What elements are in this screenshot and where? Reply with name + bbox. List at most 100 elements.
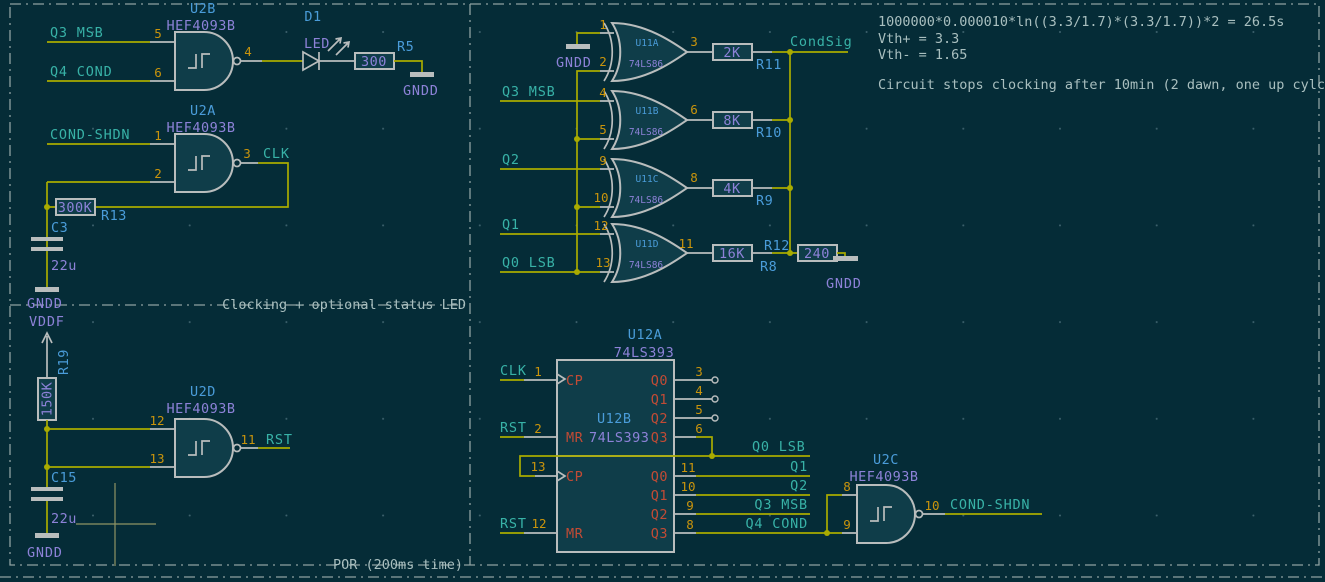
wire-r5-gnd[interactable] xyxy=(394,60,423,72)
u2c-value[interactable]: HEF4093B xyxy=(849,469,918,485)
vddf-label[interactable]: VDDF xyxy=(29,314,65,330)
gndd-label[interactable]: GNDD xyxy=(27,545,63,561)
u2a-value[interactable]: HEF4093B xyxy=(166,120,235,136)
xor-gate-body[interactable] xyxy=(610,21,689,83)
u11c-value[interactable]: 74LS86 xyxy=(629,195,664,206)
nand-gate-u2b[interactable]: U2B HEF4093B 5 6 4 xyxy=(150,1,262,91)
c3-ref[interactable]: C3 xyxy=(51,220,68,236)
resistor-r12[interactable]: 240 R12 xyxy=(764,238,838,262)
c15-value[interactable]: 22u xyxy=(51,511,77,527)
net-label-rst[interactable]: RST xyxy=(500,516,527,532)
wire-q-inputs[interactable] xyxy=(500,100,600,273)
d1-ref[interactable]: D1 xyxy=(304,9,321,25)
por-section-title[interactable]: POR (200ms time) xyxy=(333,557,463,573)
clocking-section-title[interactable]: Clocking + optional status LED xyxy=(222,297,466,313)
u12b-value[interactable]: 74LS393 xyxy=(589,430,649,446)
nand-gate-u2d[interactable]: U2D HEF4093B 12 13 11 xyxy=(149,384,258,478)
u2b-value[interactable]: HEF4093B xyxy=(166,18,235,34)
net-label-q2[interactable]: Q2 xyxy=(502,152,520,168)
u11b-value[interactable]: 74LS86 xyxy=(629,127,664,138)
u12b-body[interactable] xyxy=(556,455,675,553)
xor-gate-body[interactable] xyxy=(610,89,689,151)
nand-gate-body[interactable] xyxy=(174,133,234,193)
u2b-pin-stubs[interactable] xyxy=(150,41,262,82)
r9-ref[interactable]: R9 xyxy=(756,193,773,209)
gnd-symbol-r12[interactable]: GNDD xyxy=(826,256,862,292)
u2d-pin-stubs[interactable] xyxy=(150,428,258,468)
resistor-r5[interactable]: 300 R5 xyxy=(354,39,414,70)
net-label-q1[interactable]: Q1 xyxy=(502,217,520,233)
r19-ref[interactable]: R19 xyxy=(56,349,72,375)
u2d-value[interactable]: HEF4093B xyxy=(166,401,235,417)
xor-gate-body[interactable] xyxy=(610,222,689,284)
u11d-value[interactable]: 74LS86 xyxy=(629,260,664,271)
r13-body[interactable] xyxy=(55,198,96,216)
nand-gate-body[interactable] xyxy=(174,418,234,478)
c15-ref[interactable]: C15 xyxy=(51,470,77,486)
resistor-r9[interactable]: 4K R9 xyxy=(712,179,773,209)
gnd-symbol-xor[interactable]: GNDD xyxy=(556,44,592,71)
wire-clk-rst-a[interactable] xyxy=(500,379,524,438)
u12b-ref[interactable]: U12B xyxy=(597,411,632,427)
annotation-text[interactable]: 1000000*0.000010*ln((3.3/1.7)*(3.3/1.7))… xyxy=(878,14,1325,93)
nand-gate-u2c[interactable]: U2C HEF4093B 8 9 10 xyxy=(842,452,945,544)
net-label-rst[interactable]: RST xyxy=(266,432,293,448)
r10-ref[interactable]: R10 xyxy=(756,125,782,141)
u11d-ref[interactable]: U11D xyxy=(636,239,659,250)
r9-value[interactable]: 4K xyxy=(723,181,741,197)
net-label-q3msb[interactable]: Q3 MSB xyxy=(50,25,104,41)
u11a-ref[interactable]: U11A xyxy=(636,38,659,49)
net-label-q0lsb[interactable]: Q0 LSB xyxy=(752,439,806,455)
net-label-q1[interactable]: Q1 xyxy=(790,459,808,475)
u12a-pin-stubs[interactable] xyxy=(524,379,712,438)
counter-u12b[interactable]: U12B 74LS393 CP MR Q0 Q1 Q2 Q3 13 12 11 … xyxy=(524,411,696,553)
c3-value[interactable]: 22u xyxy=(51,258,77,274)
u11c-pin-stubs[interactable] xyxy=(600,168,713,208)
gndd-label[interactable]: GNDD xyxy=(27,296,63,312)
resistor-r10[interactable]: 8K R10 xyxy=(712,111,782,141)
d1-value[interactable]: LED xyxy=(304,36,330,52)
net-label-clk[interactable]: CLK xyxy=(263,146,290,162)
resistor-r11[interactable]: 2K R11 xyxy=(712,43,782,73)
nand-gate-body[interactable] xyxy=(174,31,234,91)
r10-value[interactable]: 8K xyxy=(723,113,741,129)
r19-value[interactable]: 150K xyxy=(40,381,56,416)
net-label-q0lsb[interactable]: Q0 LSB xyxy=(502,255,556,271)
nand-gate-body[interactable] xyxy=(856,484,916,544)
wire-r12-gnd[interactable] xyxy=(837,252,846,256)
u2a-pin-stubs[interactable] xyxy=(150,143,258,183)
u11c-ref[interactable]: U11C xyxy=(636,174,659,185)
counter-u12a[interactable]: U12A 74LS393 CP MR Q0 Q1 Q2 Q3 1 2 3 4 5… xyxy=(524,327,719,457)
net-label-q4cond[interactable]: Q4 COND xyxy=(50,64,113,80)
gnd-symbol-c3[interactable]: GNDD xyxy=(27,287,63,312)
u2a-ref[interactable]: U2A xyxy=(190,103,216,119)
u11d-pin-stubs[interactable] xyxy=(600,233,713,273)
gndd-label[interactable]: GNDD xyxy=(826,276,862,292)
xor-gate-u11b[interactable]: U11B 74LS86 4 5 6 xyxy=(599,85,713,151)
u11a-pin-stubs[interactable] xyxy=(600,32,713,72)
u12a-ref[interactable]: U12A xyxy=(628,327,663,343)
wire-u2b-io[interactable] xyxy=(47,41,303,82)
net-label-condshdn[interactable]: COND-SHDN xyxy=(50,127,130,143)
r12-ref[interactable]: R12 xyxy=(764,238,790,254)
u12b-pin-stubs[interactable] xyxy=(524,475,696,534)
gndd-label[interactable]: GNDD xyxy=(556,55,592,71)
r8-ref[interactable]: R8 xyxy=(760,259,777,275)
vth-plus-text[interactable]: Vth+ = 3.3 xyxy=(878,31,959,47)
xor-gate-u11a[interactable]: U11A 74LS86 1 2 3 xyxy=(599,17,713,83)
xor-gate-u11d[interactable]: U11D 74LS86 12 13 11 xyxy=(593,218,713,284)
led-diode-symbol[interactable] xyxy=(302,50,355,72)
r11-ref[interactable]: R11 xyxy=(756,57,782,73)
r8-value[interactable]: 16K xyxy=(719,246,745,262)
xor-gate-u11c[interactable]: U11C 74LS86 9 10 8 xyxy=(593,153,713,219)
gndd-label[interactable]: GNDD xyxy=(403,83,439,99)
u2b-ref[interactable]: U2B xyxy=(190,1,216,17)
net-label-condshdn[interactable]: COND-SHDN xyxy=(950,497,1030,513)
net-label-q4cond[interactable]: Q4 COND xyxy=(746,516,809,532)
r5-value[interactable]: 300 xyxy=(361,54,387,70)
capacitor-c15[interactable]: C15 22u xyxy=(31,470,77,527)
clocking-note-text[interactable]: Circuit stops clocking after 10min (2 da… xyxy=(878,77,1325,93)
u2d-ref[interactable]: U2D xyxy=(190,384,216,400)
r11-value[interactable]: 2K xyxy=(723,45,741,61)
net-label-q3msb[interactable]: Q3 MSB xyxy=(502,84,556,100)
